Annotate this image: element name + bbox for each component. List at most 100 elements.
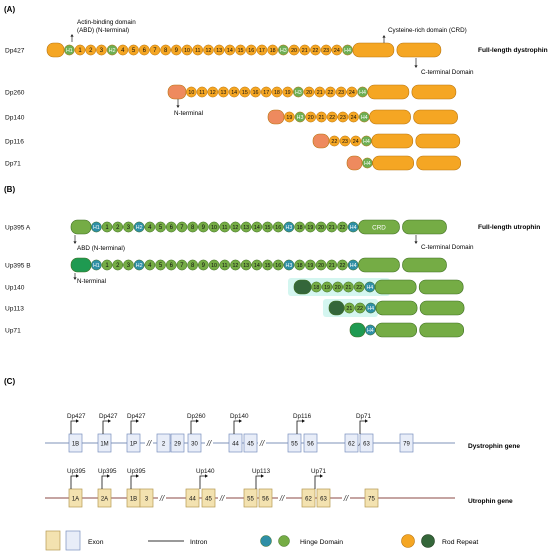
dys-rod-repeat	[117, 44, 129, 56]
utr-domain-number: 13	[243, 263, 249, 269]
utr-domain-number: 18	[297, 225, 303, 231]
abd-annotation-line1: Actin-binding domain	[77, 19, 136, 26]
dys-isoform-label: Dp427	[5, 48, 25, 55]
utr-rod-repeat	[123, 259, 134, 271]
utr-promoter-arrowhead	[320, 474, 323, 478]
utr-rod-repeat	[337, 221, 348, 233]
dys-exon-box	[228, 433, 243, 453]
dys-rod-repeat	[337, 111, 349, 123]
utr-exon-box	[68, 488, 83, 508]
utr-rod-repeat	[187, 259, 198, 271]
dys-domain-number: 17	[263, 90, 269, 96]
dys-hinge-domain	[278, 44, 289, 56]
dys-domain-number: 10	[184, 48, 190, 54]
utr-domain-number: 4	[148, 263, 152, 269]
dys-rod-repeat	[224, 44, 236, 56]
dys-nterminal-domain	[167, 84, 187, 100]
dys-rod-repeat	[85, 44, 97, 56]
dys-promoter-arrowhead	[239, 419, 242, 423]
dys-hinge-domain	[106, 44, 118, 56]
utr-rod-repeat	[123, 221, 134, 233]
panel-c-label: (C)	[4, 377, 15, 386]
utr-rod-repeat	[112, 221, 124, 233]
dys-rod-repeat	[196, 86, 208, 98]
dys-domain-number: 22	[331, 139, 337, 145]
dys-crd-domain	[369, 109, 411, 125]
abd-annotation-line2: (ABD) (N-terminal)	[77, 27, 129, 34]
dys-domain-number: 20	[291, 48, 297, 54]
utr-nterminal-label: N-terminal	[77, 278, 106, 285]
utr-isoform-label: Up140	[5, 285, 25, 292]
utr-rod-repeat	[272, 259, 284, 271]
dys-rod-repeat	[303, 86, 315, 98]
utr-promoter-arrow	[70, 475, 77, 489]
utr-rod-repeat	[354, 302, 366, 314]
utr-domain-number: H4	[367, 328, 374, 334]
dys-rod-repeat	[149, 44, 161, 56]
utr-promoter-arrow	[199, 475, 206, 489]
utr-exon-box	[139, 488, 154, 508]
utr-exon-label: 2A	[101, 496, 108, 502]
dys-domain-number: 8	[164, 48, 168, 54]
utr-domain-number: 15	[265, 263, 271, 269]
utr-rod-repeat	[219, 259, 231, 271]
dys-domain-number: H4	[344, 48, 351, 54]
utr-isoform-label: Up71	[5, 328, 21, 335]
utr-promoter-label: Up71	[311, 468, 327, 475]
utr-exon-box	[185, 488, 200, 508]
utr-domain-number: 16	[275, 263, 281, 269]
dys-rod-repeat	[181, 44, 193, 56]
utr-exon-label: 1B	[130, 496, 137, 502]
dys-domain-number: 24	[351, 115, 357, 121]
dys-exon-label: 1M	[100, 441, 108, 447]
utr-rod-repeat	[101, 221, 113, 233]
utr-rod-repeat	[251, 259, 263, 271]
dys-rod-repeat	[138, 44, 150, 56]
utr-rod-repeat	[315, 221, 327, 233]
dys-domain-number: 3	[100, 48, 104, 54]
utr-gene-break-bg	[278, 494, 286, 502]
full-length-utrophin-label: Full-length utrophin	[478, 224, 540, 231]
utr-crd-domain	[375, 322, 418, 338]
dys-domain-number: 12	[205, 48, 211, 54]
utr-promoter-arrow	[314, 475, 321, 489]
utr-domain-number: H4	[366, 285, 373, 291]
dys-domain-number: 21	[318, 115, 324, 121]
utr-gene-break-mark: //	[219, 494, 225, 503]
dys-isoform-label: Dp71	[5, 161, 21, 168]
utr-exon-label: 3	[145, 496, 149, 502]
dys-nterminal-domain	[346, 155, 363, 171]
utr-rod-repeat	[198, 221, 209, 233]
utr-rod-repeat	[344, 302, 355, 314]
utr-crd-domain	[358, 219, 400, 235]
utr-nterm-arrow-head	[73, 277, 77, 280]
dys-exon-label: 29	[174, 441, 181, 447]
dys-exon-label: 63	[363, 441, 370, 447]
dys-domain-number: 1	[78, 48, 82, 54]
dys-exon-box	[170, 433, 185, 453]
utr-hinge-domain	[91, 221, 102, 233]
utr-domain-number: H2	[136, 225, 143, 231]
utr-promoter-label: Up140	[196, 468, 215, 475]
dys-exon-label: 56	[307, 441, 314, 447]
utr-domain-number: 19	[307, 263, 313, 269]
dys-rod-repeat	[267, 44, 278, 56]
utr-gene-break-mark: //	[159, 494, 165, 503]
utr-exon-box	[364, 488, 379, 508]
utr-domain-number: 8	[191, 225, 195, 231]
utr-cterminal-domain	[419, 300, 465, 316]
dys-domain-number: 18	[274, 90, 280, 96]
dys-domain-number: H4	[361, 115, 368, 121]
utr-rod-repeat	[208, 221, 220, 233]
dys-exon-box	[287, 433, 302, 453]
legend-rod-utr	[421, 534, 435, 548]
utr-domain-number: H2	[136, 263, 143, 269]
dys-rod-repeat	[239, 86, 251, 98]
dys-domain-number: 23	[338, 90, 344, 96]
utr-domain-number: 1	[105, 225, 109, 231]
utr-domain-number: 22	[339, 263, 345, 269]
utr-hinge-domain	[133, 221, 145, 233]
dys-domain-number: H4	[364, 161, 371, 167]
utr-domain-number: 12	[232, 225, 238, 231]
